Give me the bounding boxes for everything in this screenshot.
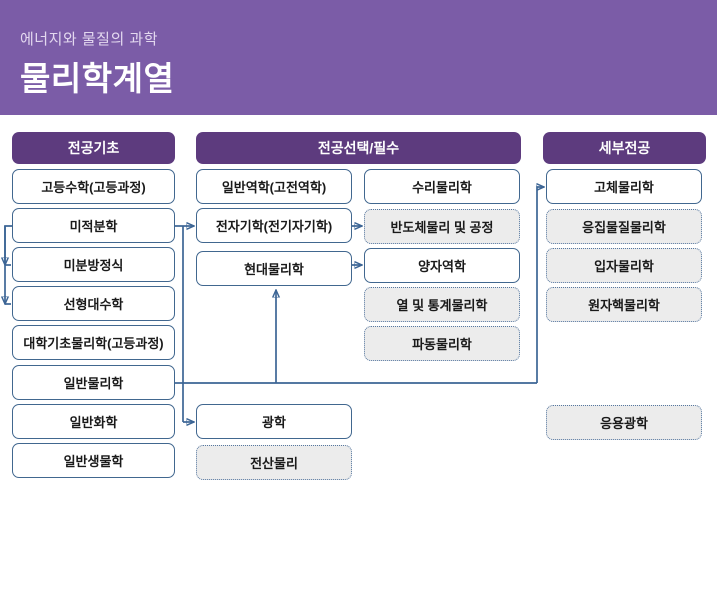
course-box-general-chemistry[interactable]: 일반화학 [12, 404, 175, 439]
course-box-general-mechanics[interactable]: 일반역학(고전역학) [196, 169, 352, 204]
course-box-linear-algebra[interactable]: 선형대수학 [12, 286, 175, 321]
column-header-specialized-major[interactable]: 세부전공 [543, 132, 706, 164]
course-box-electromagnetism[interactable]: 전자기학(전기자기학) [196, 208, 352, 243]
course-box-quantum-mechanics[interactable]: 양자역학 [364, 248, 520, 283]
column-header-major-basics[interactable]: 전공기초 [12, 132, 175, 164]
course-box-wave-physics[interactable]: 파동물리학 [364, 326, 520, 361]
page-banner: 에너지와 물질의 과학 물리학계열 [0, 0, 717, 115]
course-box-applied-optics[interactable]: 응용광학 [546, 405, 702, 440]
course-box-differential-equations[interactable]: 미분방정식 [12, 247, 175, 282]
course-box-general-physics[interactable]: 일반물리학 [12, 365, 175, 400]
course-box-general-biology[interactable]: 일반생물학 [12, 443, 175, 478]
course-box-optics[interactable]: 광학 [196, 404, 352, 439]
course-box-univ-basic-physics[interactable]: 대학기초물리학(고등과정) [12, 325, 175, 360]
course-box-calculus[interactable]: 미적분학 [12, 208, 175, 243]
course-box-computational-physics[interactable]: 전산물리 [196, 445, 352, 480]
course-box-highschool-math[interactable]: 고등수학(고등과정) [12, 169, 175, 204]
course-box-condensed-matter-physics[interactable]: 응집물질물리학 [546, 209, 702, 244]
column-header-major-elective-required[interactable]: 전공선택/필수 [196, 132, 521, 164]
course-box-modern-physics[interactable]: 현대물리학 [196, 251, 352, 286]
course-box-thermal-statistical-physics[interactable]: 열 및 통계물리학 [364, 287, 520, 322]
course-box-particle-physics[interactable]: 입자물리학 [546, 248, 702, 283]
course-box-solid-state-physics[interactable]: 고체물리학 [546, 169, 702, 204]
course-box-nuclear-physics[interactable]: 원자핵물리학 [546, 287, 702, 322]
course-box-mathematical-physics[interactable]: 수리물리학 [364, 169, 520, 204]
banner-subtitle: 에너지와 물질의 과학 [20, 31, 159, 48]
edge-calculus-to-diffeq [5, 225, 12, 265]
course-box-semiconductor-physics[interactable]: 반도체물리 및 공정 [364, 209, 520, 244]
edge-to-solid-state-physics [536, 187, 544, 383]
page-title: 물리학계열 [20, 60, 175, 97]
